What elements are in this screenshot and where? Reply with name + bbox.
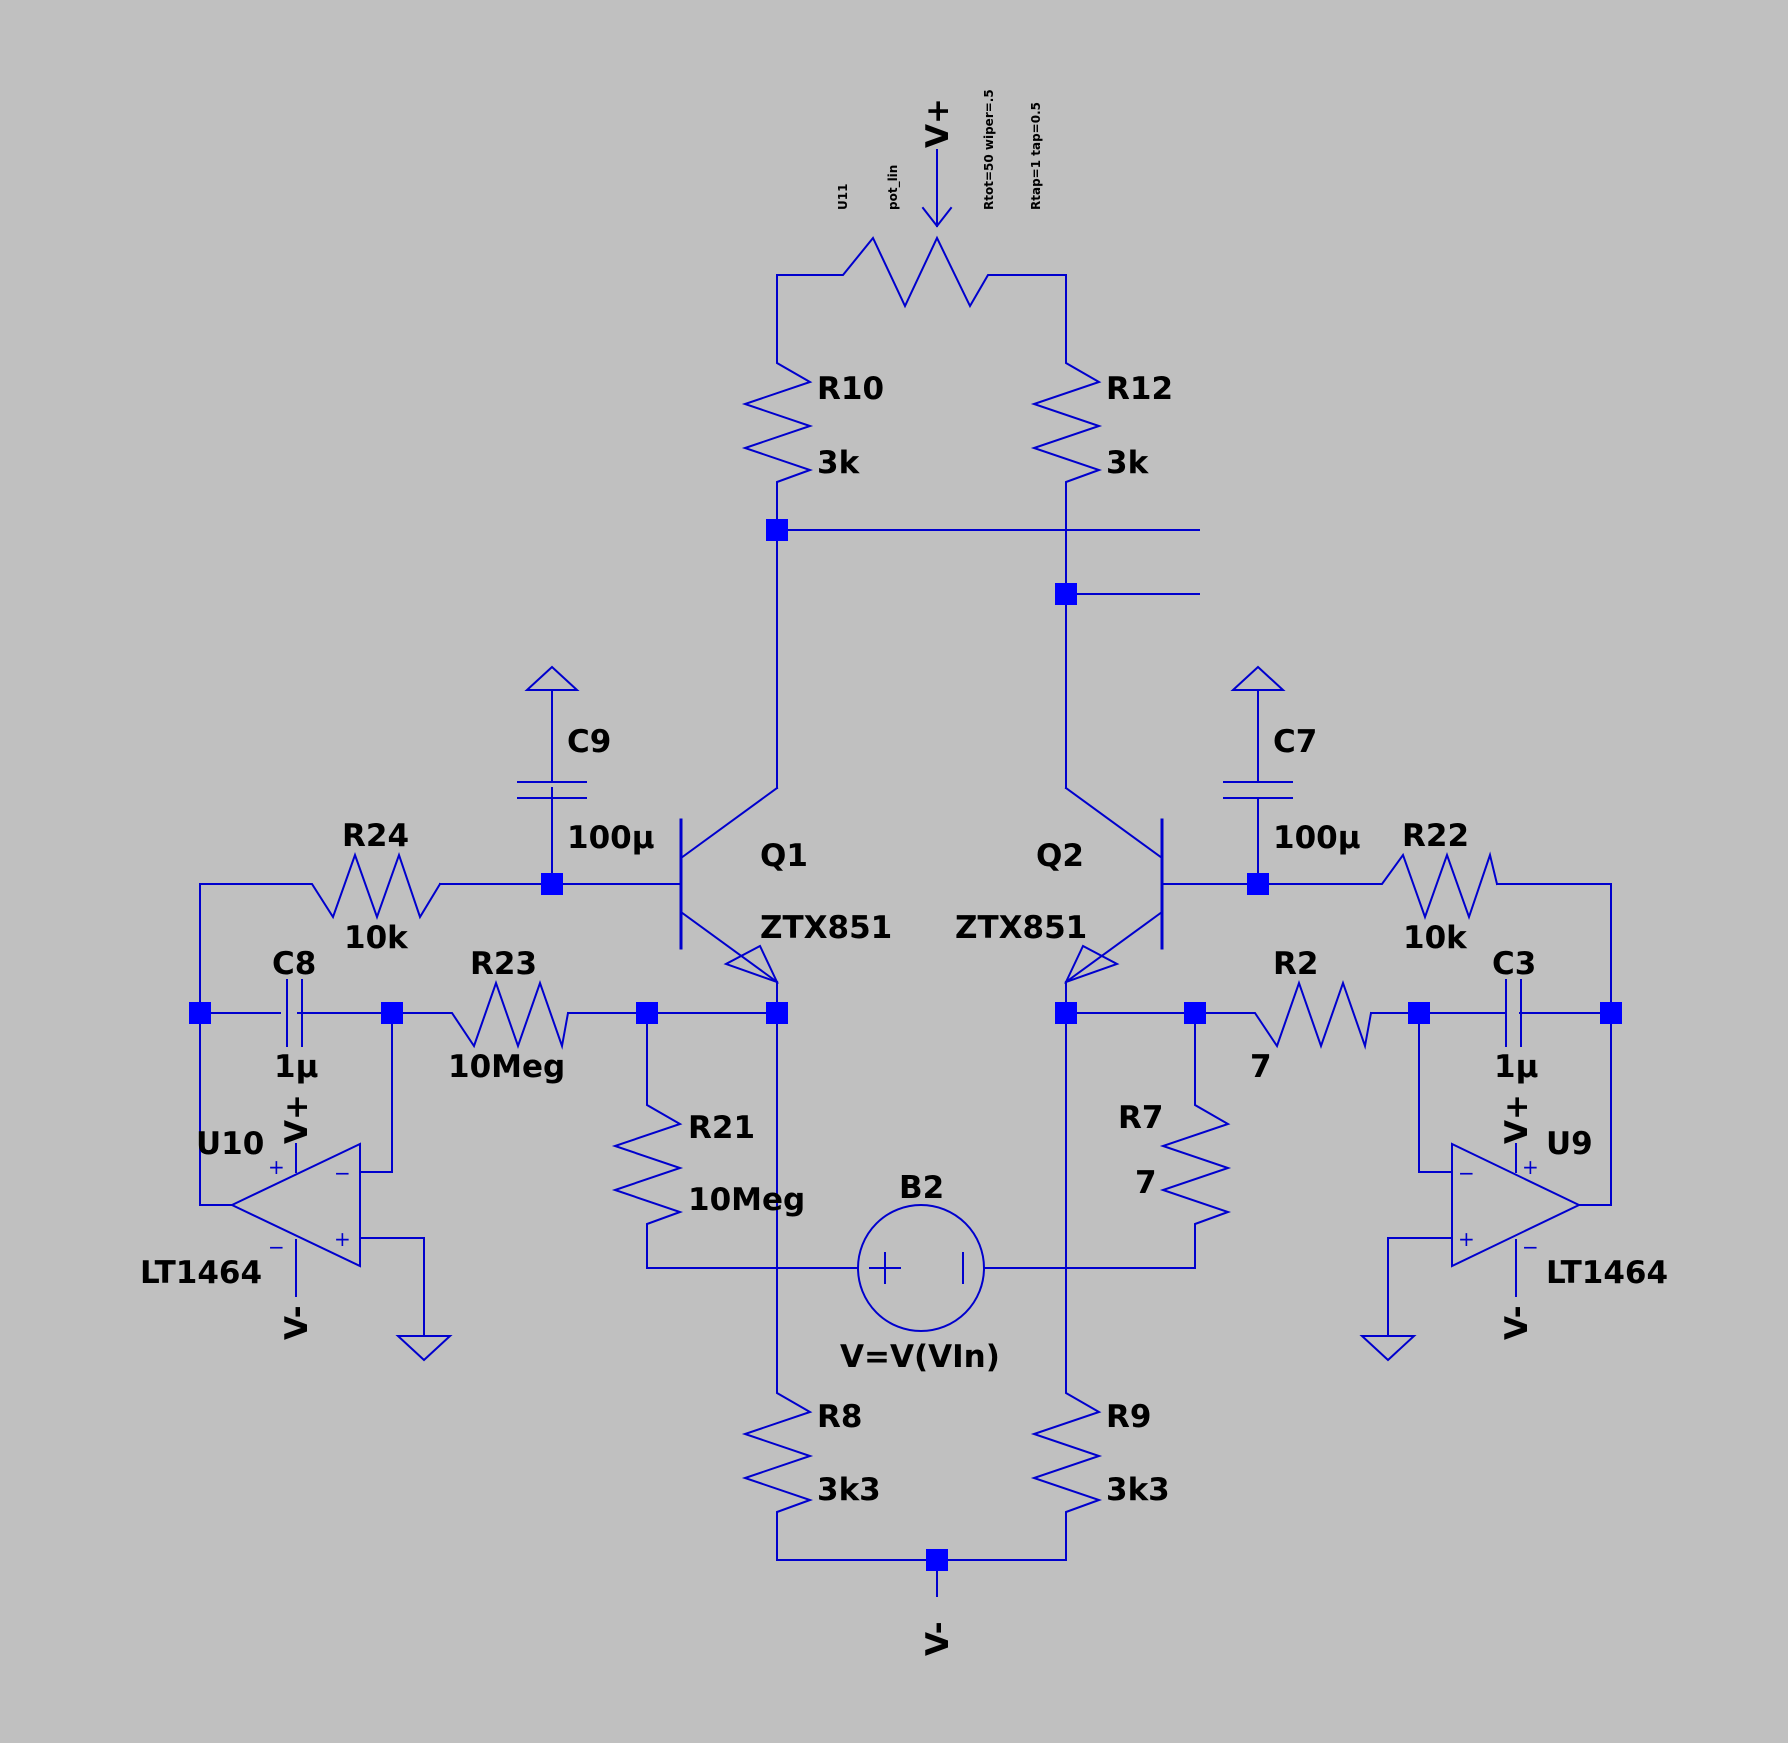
- r8-id: R8: [817, 1399, 862, 1435]
- resistor-r22[interactable]: [1369, 851, 1499, 921]
- u10-model: LT1464: [140, 1255, 262, 1291]
- resistor-r9[interactable]: [936, 1383, 1103, 1561]
- bottom-supply-label: V-: [920, 1621, 956, 1656]
- c3-id: C3: [1492, 946, 1536, 982]
- potentiometer-u11[interactable]: [776, 149, 1067, 309]
- resistor-r12[interactable]: [1030, 353, 1103, 492]
- u9-id: U9: [1546, 1126, 1593, 1162]
- resistor-r2[interactable]: [611, 1095, 858, 1269]
- c9-id: C9: [567, 724, 611, 760]
- c3-value: 1µ: [1494, 1049, 1538, 1085]
- resistor-r8[interactable]: [741, 1383, 938, 1561]
- u9-model: LT1464: [1546, 1255, 1668, 1291]
- u9-plus-top: +: [1522, 1155, 1539, 1179]
- pot-param2-label: Rtap=1 tap=0.5: [1029, 102, 1043, 210]
- r8-value: 3k3: [817, 1472, 881, 1508]
- q1-model: ZTX851: [760, 910, 892, 946]
- r9-value: 3k3: [1106, 1472, 1170, 1508]
- r21-value: 7: [1250, 1049, 1272, 1085]
- junctions: [189, 519, 1622, 1571]
- r24-id: R24: [342, 818, 409, 854]
- c7-id: C7: [1273, 724, 1317, 760]
- right-emitter-wires: [1065, 883, 1612, 1385]
- capacitor-c9[interactable]: [517, 665, 587, 885]
- r2-value: 10Meg: [688, 1182, 805, 1218]
- pot-param1-label: Rtot=50 wiper=.5: [982, 89, 996, 210]
- u10-plus-top: +: [268, 1155, 285, 1179]
- r7-id: R7: [1118, 1100, 1163, 1136]
- capacitor-c7[interactable]: [1223, 665, 1293, 799]
- r2-id: R21: [688, 1110, 755, 1146]
- u10-vminus: V-: [279, 1305, 315, 1340]
- r7-value: 7: [1135, 1165, 1157, 1201]
- resistor-r24[interactable]: [299, 851, 442, 920]
- u10-minus-bottom: −: [268, 1235, 285, 1259]
- q2-model: ZTX851: [955, 910, 1087, 946]
- r10-id: R10: [817, 371, 884, 407]
- r22-id: R22: [1402, 818, 1469, 854]
- b2-id: B2: [899, 1170, 944, 1206]
- c7-value: 100µ: [1273, 820, 1361, 856]
- pot-supply-label: V+: [920, 98, 956, 148]
- capacitor-c3[interactable]: [1505, 979, 1522, 1047]
- transistor-q2[interactable]: [1064, 786, 1164, 1014]
- b2-value: V=V(VIn): [840, 1339, 1000, 1375]
- capacitor-c8[interactable]: [286, 979, 303, 1047]
- r22-value: 10k: [1403, 920, 1468, 956]
- voltage-source-b2[interactable]: [856, 1204, 1196, 1332]
- r21-id: R2: [1273, 946, 1318, 982]
- u10-plus-bottom: +: [334, 1227, 351, 1251]
- pot-ref-label: U11: [836, 184, 850, 210]
- transistor-q1[interactable]: [679, 786, 779, 1014]
- u9-vplus: V+: [1499, 1094, 1535, 1144]
- resistor-r7[interactable]: [1159, 1095, 1232, 1269]
- u10-vplus: V+: [279, 1094, 315, 1144]
- right-base-wires: [1161, 797, 1612, 885]
- r12-value: 3k: [1106, 445, 1150, 481]
- u9-minus-top: −: [1458, 1161, 1475, 1185]
- r10-value: 3k: [817, 445, 861, 481]
- resistor-r23[interactable]: [439, 979, 570, 1050]
- c8-value: 1µ: [274, 1049, 318, 1085]
- u9-vminus: V-: [1499, 1305, 1535, 1340]
- top-wires: [776, 274, 1200, 789]
- r9-id: R9: [1106, 1399, 1151, 1435]
- q2-id: Q2: [1036, 838, 1084, 874]
- u10-minus-top: −: [334, 1161, 351, 1185]
- r23-value: 10Meg: [448, 1049, 565, 1085]
- u9-plus-bottom: +: [1458, 1227, 1475, 1251]
- c9-value: 100µ: [567, 820, 655, 856]
- r12-id: R12: [1106, 371, 1173, 407]
- opamp-u10[interactable]: [199, 1142, 453, 1362]
- resistor-r21[interactable]: [1242, 979, 1373, 1050]
- q1-id: Q1: [760, 838, 808, 874]
- c8-id: C8: [272, 946, 316, 982]
- opamp-u9[interactable]: [1359, 1142, 1582, 1362]
- u10-id: U10: [196, 1126, 264, 1162]
- resistor-r10[interactable]: [741, 353, 814, 492]
- pot-model-label: pot_lin: [886, 165, 901, 210]
- r23-id: R23: [470, 946, 537, 982]
- r24-value: 10k: [344, 920, 409, 956]
- u9-minus-bottom: −: [1522, 1235, 1539, 1259]
